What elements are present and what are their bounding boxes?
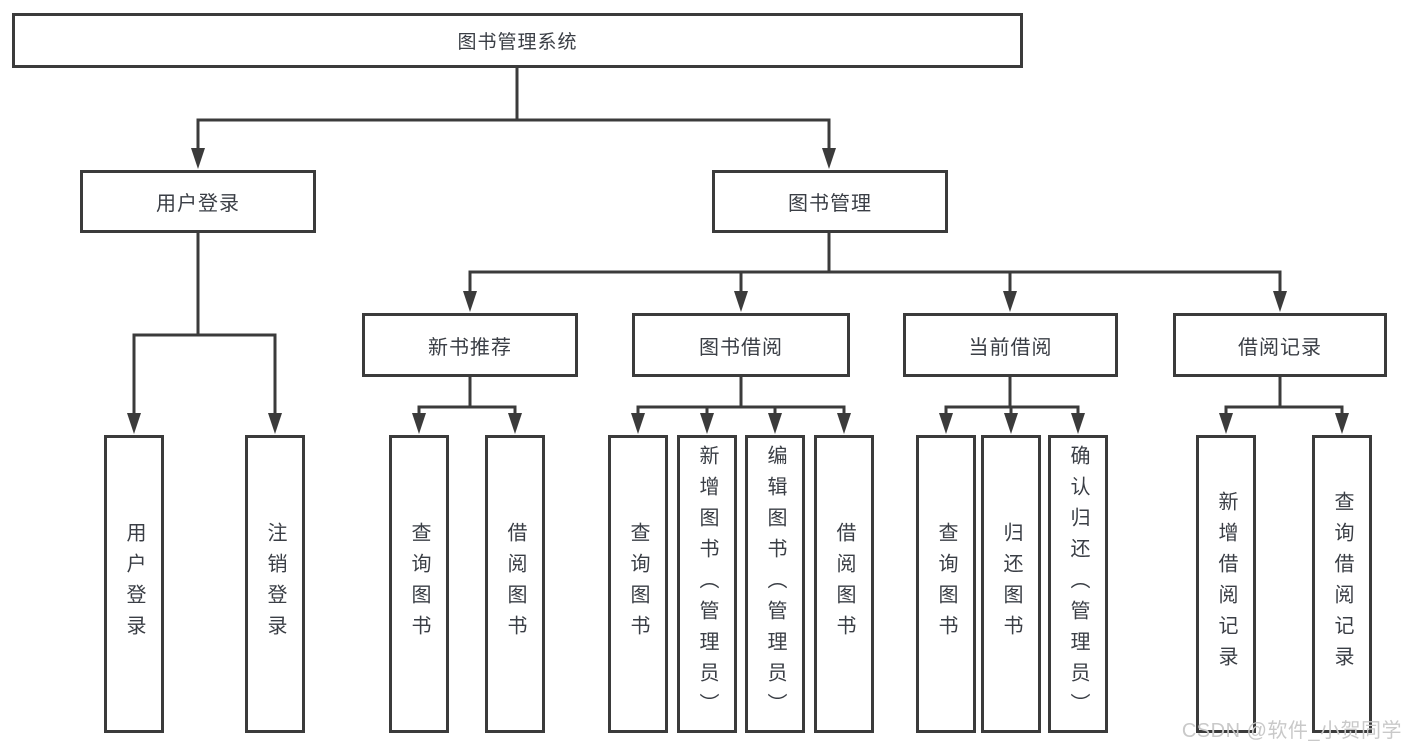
leaf-add-books-admin: 新增图书（管理员）: [677, 435, 737, 733]
node-root: 图书管理系统: [12, 13, 1023, 68]
connector-rails: [132, 66, 1344, 409]
node-label: 确认归还（管理员）: [1067, 444, 1089, 724]
leaf-query-borrow-record: 查询借阅记录: [1312, 435, 1372, 733]
leaf-borrow-books: 借阅图书: [485, 435, 545, 733]
leaf-query-books: 查询图书: [916, 435, 976, 733]
node-label: 图书借阅: [699, 336, 783, 359]
node-label: 查询借阅记录: [1331, 491, 1353, 677]
node-book-management: 图书管理: [712, 170, 948, 233]
leaf-logout: 注销登录: [245, 435, 305, 733]
node-label: 查询图书: [627, 522, 649, 646]
node-label: 借阅图书: [504, 522, 526, 646]
node-label: 编辑图书（管理员）: [764, 444, 786, 724]
leaf-query-books: 查询图书: [389, 435, 449, 733]
leaf-add-borrow-record: 新增借阅记录: [1196, 435, 1256, 733]
node-label: 用户登录: [123, 522, 145, 646]
leaf-user-login: 用户登录: [104, 435, 164, 733]
node-borrow-records: 借阅记录: [1173, 313, 1387, 377]
node-label: 新增借阅记录: [1215, 491, 1237, 677]
leaf-confirm-return-admin: 确认归还（管理员）: [1048, 435, 1108, 733]
leaf-edit-books-admin: 编辑图书（管理员）: [745, 435, 805, 733]
node-label: 借阅图书: [833, 522, 855, 646]
leaf-return-books: 归还图书: [981, 435, 1041, 733]
watermark: CSDN @软件_小贺同学: [1181, 720, 1402, 742]
node-current-borrow: 当前借阅: [903, 313, 1118, 377]
leaf-query-books: 查询图书: [608, 435, 668, 733]
node-label: 归还图书: [1000, 522, 1022, 646]
node-label: 借阅记录: [1238, 336, 1322, 359]
node-label: 图书管理: [788, 193, 872, 215]
node-label: 当前借阅: [968, 336, 1053, 359]
node-book-borrow: 图书借阅: [632, 313, 850, 377]
node-label: 查询图书: [935, 522, 957, 646]
node-user-login: 用户登录: [80, 170, 316, 233]
leaf-borrow-books: 借阅图书: [814, 435, 874, 733]
node-label: 新增图书（管理员）: [696, 444, 718, 724]
arrowheads: [127, 120, 1349, 434]
node-label: 新书推荐: [428, 336, 512, 359]
node-label: 图书管理系统: [457, 32, 578, 53]
node-label: 用户登录: [156, 193, 240, 215]
node-label: 查询图书: [408, 522, 430, 646]
node-new-book-recommend: 新书推荐: [362, 313, 578, 377]
node-label: 注销登录: [264, 522, 286, 646]
